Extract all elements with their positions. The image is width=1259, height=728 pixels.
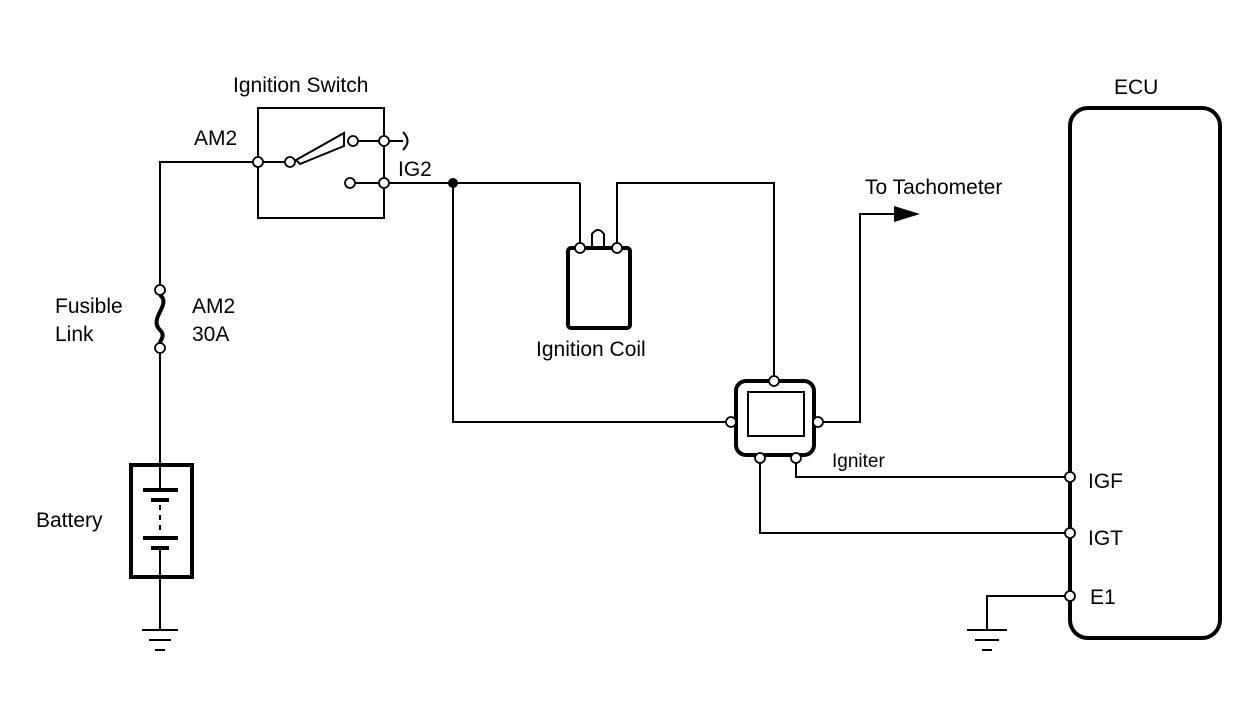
ecu-label: ECU xyxy=(1114,76,1158,99)
fusible-link-bottom-terminal xyxy=(154,342,166,354)
wire-igt xyxy=(759,458,1070,534)
ecu: ECU IGF IGT E1 xyxy=(1064,76,1222,640)
igniter-left-terminal xyxy=(725,416,737,428)
fuse-name-label: AM2 xyxy=(192,295,235,318)
battery-ground-icon xyxy=(142,629,178,651)
ignition-switch-blade xyxy=(294,131,345,166)
wire-igf xyxy=(795,458,1070,478)
igniter-right-terminal xyxy=(812,416,824,428)
ig2-label: IG2 xyxy=(398,158,432,181)
ignition-switch-contact-2 xyxy=(344,177,356,189)
ecu-igf-terminal xyxy=(1064,471,1076,483)
ignition-coil-plus-terminal xyxy=(574,242,586,254)
ignition-switch-label: Ignition Switch xyxy=(233,74,368,97)
ignition-switch: Ignition Switch AM2 IG2 xyxy=(194,74,432,219)
fusible-link: Fusible Link AM2 30A xyxy=(55,284,235,354)
wires xyxy=(159,130,1070,630)
battery: Battery xyxy=(36,463,194,579)
ecu-igt-label: IGT xyxy=(1088,527,1123,550)
ignition-coil-minus-terminal xyxy=(611,242,623,254)
wire-junction-to-igniter xyxy=(452,183,731,423)
igniter: Igniter xyxy=(725,375,885,472)
igniter-inner-box xyxy=(747,391,805,437)
igniter-igf-terminal xyxy=(790,452,802,464)
wire-coil-minus-to-igniter xyxy=(616,182,775,381)
ecu-e1-label: E1 xyxy=(1090,586,1116,609)
ignition-coil-label: Ignition Coil xyxy=(536,338,646,361)
to-tachometer-label: To Tachometer xyxy=(865,176,1002,199)
am2-switch-label: AM2 xyxy=(194,127,237,150)
ignition-coil: Ignition Coil xyxy=(536,229,646,361)
ecu-ground-icon xyxy=(967,629,1007,651)
fusible-link-top-terminal xyxy=(154,284,166,296)
ignition-switch-am2-terminal xyxy=(252,156,264,168)
wire-fuse-to-am2 xyxy=(159,161,258,290)
wire-e1-ground xyxy=(986,595,1070,630)
battery-box xyxy=(129,463,194,579)
wire-switch-extra-lead-end xyxy=(402,131,409,151)
wire-to-tachometer xyxy=(818,213,900,423)
ignition-coil-tower xyxy=(591,229,605,248)
ignition-switch-out-1 xyxy=(378,135,390,147)
ignition-coil-body xyxy=(566,246,632,330)
battery-label: Battery xyxy=(36,509,103,532)
fuse-rating-label: 30A xyxy=(192,323,229,346)
ignition-switch-contact-1 xyxy=(347,135,359,147)
igniter-top-terminal xyxy=(768,375,780,387)
fusible-link-label-1: Fusible xyxy=(55,295,123,318)
tachometer-output: To Tachometer xyxy=(865,176,1002,222)
fusible-link-element xyxy=(154,293,166,344)
igniter-label: Igniter xyxy=(832,451,885,472)
ecu-box xyxy=(1068,106,1222,640)
ecu-igf-label: IGF xyxy=(1088,470,1123,493)
ecu-e1-terminal xyxy=(1064,590,1076,602)
ignition-switch-pivot xyxy=(284,156,296,168)
ignition-switch-ig2-terminal xyxy=(378,177,390,189)
ecu-igt-terminal xyxy=(1064,527,1076,539)
tachometer-arrow-icon xyxy=(894,206,920,222)
fusible-link-label-2: Link xyxy=(55,323,94,346)
igniter-igt-terminal xyxy=(754,452,766,464)
junction-dot xyxy=(448,178,458,188)
